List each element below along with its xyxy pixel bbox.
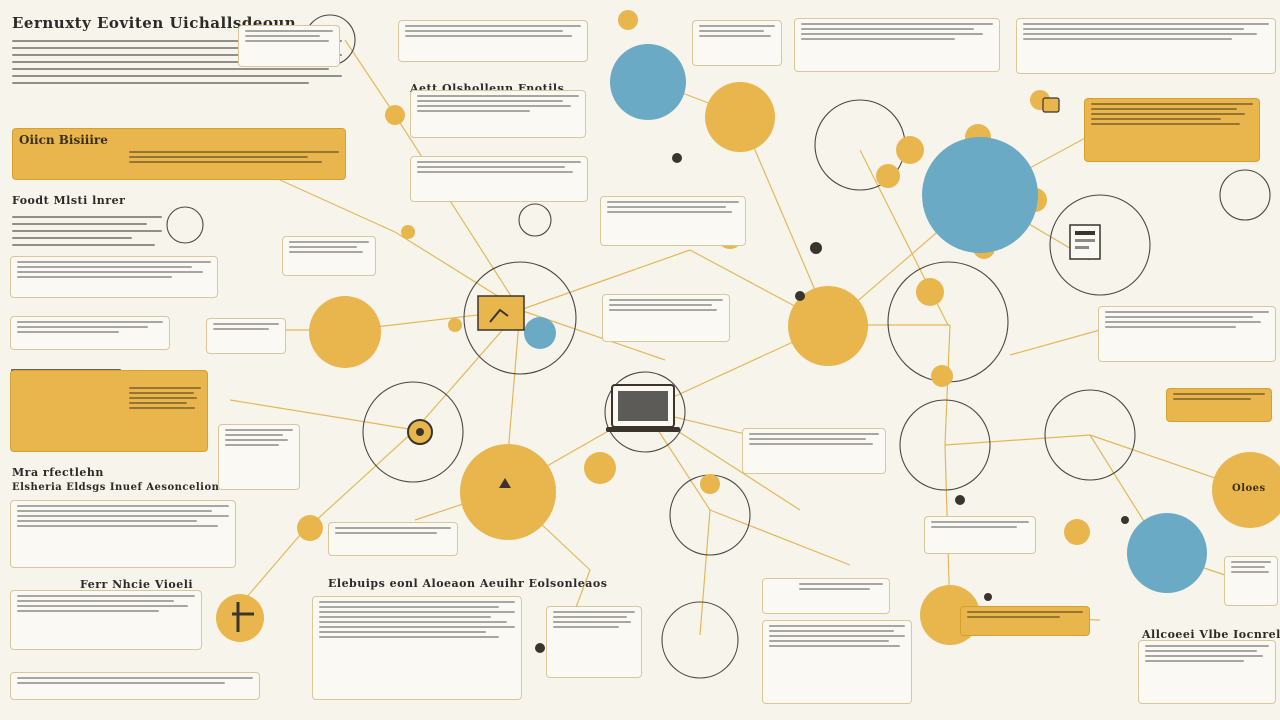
blue-node (1127, 513, 1207, 593)
gold-card-person (10, 370, 208, 452)
lock-icon (1042, 97, 1060, 113)
gold-card-left-label: Oiicn Bisiiire (19, 133, 108, 147)
left-card-6 (10, 672, 260, 700)
bottom-left-heading: Ferr Nhcie Vioeli (80, 578, 194, 591)
left-card-3 (10, 316, 170, 350)
gold-node (1212, 452, 1280, 528)
right-card-2 (794, 18, 1000, 72)
gold-node (448, 318, 462, 332)
right-card-3 (1016, 18, 1276, 74)
center-card-9 (762, 578, 890, 614)
dark-dot (672, 153, 682, 163)
gold-card-right (1084, 98, 1260, 162)
gold-node (460, 444, 556, 540)
gear-icon (407, 419, 433, 445)
small-card-c (206, 318, 286, 354)
small-card-d (218, 424, 300, 490)
gold-node (1064, 519, 1090, 545)
gold-node (700, 474, 720, 494)
right-card-5 (1224, 556, 1278, 606)
center-card-7 (312, 596, 522, 700)
gold-node (618, 10, 638, 30)
right-card-4 (1098, 306, 1276, 362)
blue-node-group (524, 44, 1207, 593)
gold-node (788, 286, 868, 366)
gold-node (401, 225, 415, 239)
outline-node (604, 371, 686, 453)
center-card-4 (600, 196, 746, 246)
gold-node (385, 105, 405, 125)
outline-node (166, 206, 204, 244)
gold-node (297, 515, 323, 541)
outline-node (1219, 169, 1271, 221)
right-card-1 (692, 20, 782, 66)
laptop-icon (606, 384, 680, 432)
blue-node (922, 137, 1038, 253)
gold-node (584, 452, 616, 484)
small-card-a (238, 25, 340, 67)
outline-node (661, 601, 739, 679)
gold-card-bottom-right (960, 606, 1090, 636)
low-left-heading-1: Mra rfectlehn (12, 466, 104, 479)
gold-node (931, 365, 953, 387)
gold-node (309, 296, 381, 368)
mid-left-heading: Foodt Mlsti lnrer (12, 194, 126, 207)
dark-dot (795, 291, 805, 301)
dark-dot (984, 593, 992, 601)
center-card-2 (410, 90, 586, 138)
center-card-8 (546, 606, 642, 678)
outline-node (1044, 389, 1136, 481)
blue-node (524, 317, 556, 349)
top-left-text (12, 40, 342, 84)
gold-node (916, 278, 944, 306)
dark-dot (955, 495, 965, 505)
outline-node (463, 261, 577, 375)
center-card-10 (762, 620, 912, 704)
center-card-5 (602, 294, 730, 342)
document-icon (1069, 224, 1101, 260)
mid-left-text (12, 216, 162, 246)
gold-node (705, 82, 775, 152)
low-left-heading-2: Elsheria Eldsgs Inuef Aesoncelion (12, 482, 220, 493)
gold-card-left: Oiicn Bisiiire (12, 128, 346, 180)
outline-node (362, 381, 464, 483)
dark-dot (1121, 516, 1129, 524)
blue-node (610, 44, 686, 120)
center-card-1 (398, 20, 588, 62)
center-card-3 (410, 156, 588, 202)
small-card-e (328, 522, 458, 556)
gold-card-right-2 (1166, 388, 1272, 422)
center-bottom-heading: Elebuips eonl Aloeaon Aeuihr Eolsonleaos (328, 577, 608, 590)
gold-node (896, 136, 924, 164)
left-card-5 (10, 590, 202, 650)
hand-pointer-icon (232, 602, 254, 632)
small-card-b (282, 236, 376, 276)
gold-node (216, 594, 264, 642)
monitor-icon (477, 295, 525, 331)
gold-node (876, 164, 900, 188)
left-card-2 (10, 256, 218, 298)
left-card-4 (10, 500, 236, 568)
right-card-6 (1138, 640, 1276, 704)
bottom-right-heading: Allcoeei Vlbe Iocnrel (1142, 628, 1280, 641)
right-gold-node-label: Oloes (1232, 483, 1266, 494)
center-card-11 (924, 516, 1036, 554)
main-title: Eernuxty Eoviten Uichallsdeoun (12, 14, 297, 32)
outline-node (518, 203, 552, 237)
outline-node (1049, 194, 1151, 296)
dark-dot (810, 242, 822, 254)
outline-node (899, 399, 991, 491)
network-node-icon (499, 478, 511, 488)
center-card-6 (742, 428, 886, 474)
dark-dot (535, 643, 545, 653)
dark-dot-group (535, 153, 1129, 653)
